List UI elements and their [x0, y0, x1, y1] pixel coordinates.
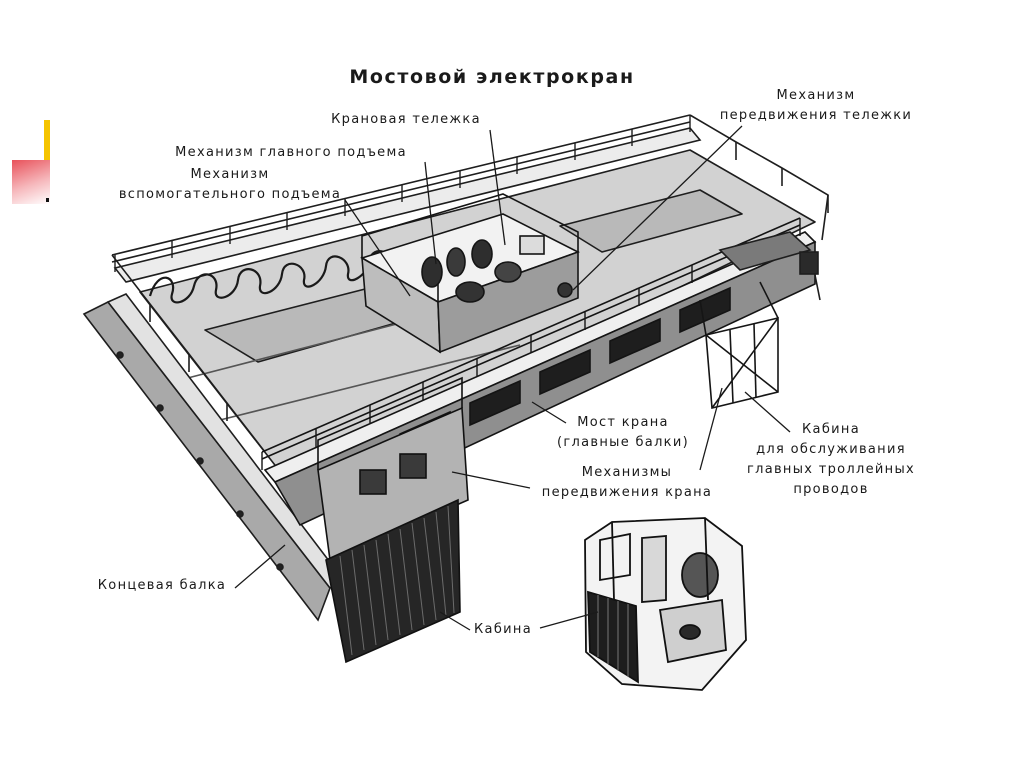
label-line: главных троллейных [746, 462, 916, 477]
leader-line [439, 611, 471, 631]
label-main-hoist: Механизм главного подъема [175, 145, 407, 160]
label-trolley-travel-mechanism: Механизм передвижения тележки [700, 86, 932, 126]
right-end-platform [689, 114, 829, 301]
leader-line [539, 611, 599, 629]
leader-line [489, 129, 506, 246]
leader-line [424, 161, 437, 265]
label-line: Кабина [802, 422, 860, 437]
leader-line [572, 125, 743, 291]
front-railing-posts [261, 218, 801, 470]
page-title: Мостовой электрокран [349, 66, 635, 88]
girder-window [609, 317, 661, 365]
leader-line [234, 544, 286, 589]
label-line: вспомогательного подъема [118, 187, 342, 202]
label-crane-travel-mechanisms: Механизмы передвижения крана [520, 463, 734, 503]
label-end-beam: Концевая балка [97, 578, 227, 593]
cabin-hatching [339, 505, 455, 656]
hoist-drum [446, 247, 466, 277]
accent-dot [46, 198, 49, 202]
hoist-motor [494, 261, 522, 283]
accent-red-square [12, 160, 50, 204]
main-cabin [317, 376, 469, 664]
leader-line [744, 391, 791, 433]
leader-line [531, 401, 567, 424]
label-line: для обслуживания [756, 442, 906, 457]
label-crane-trolley: Крановая тележка [331, 112, 481, 127]
label-line: Механизмы [581, 465, 673, 480]
label-crane-bridge: Мост крана (главные балки) [535, 413, 711, 453]
label-service-cabin: Кабина для обслуживания главных троллейн… [728, 420, 934, 500]
back-railing-posts [114, 115, 691, 272]
inset-hatching [597, 595, 629, 677]
label-line: Механизм [776, 88, 856, 103]
girder-window [539, 348, 591, 396]
cabin-cutaway-inset [584, 517, 747, 691]
label-line: Мост крана [577, 415, 669, 430]
girder-window [469, 379, 521, 427]
label-line: (главные балки) [557, 435, 689, 450]
label-auxiliary-hoist: Механизм вспомогательного подъема [104, 165, 356, 205]
service-cabin [699, 281, 779, 409]
back-girder [111, 114, 702, 283]
trolley [360, 193, 581, 354]
label-line: передвижения тележки [719, 108, 913, 123]
accent-yellow-bar [44, 120, 50, 162]
label-line: Механизм [190, 167, 270, 182]
hoist-motor [455, 281, 485, 303]
label-line: проводов [793, 482, 869, 497]
leader-line [451, 471, 531, 489]
hoist-drum [421, 256, 443, 288]
end-beam [82, 254, 344, 622]
label-line: передвижения крана [541, 485, 713, 500]
hoist-drum [471, 239, 493, 269]
label-cabin: Кабина [474, 622, 532, 637]
leader-line [699, 387, 723, 471]
girder-window [679, 286, 731, 334]
leader-line [344, 199, 411, 297]
leader-lines [234, 125, 791, 631]
